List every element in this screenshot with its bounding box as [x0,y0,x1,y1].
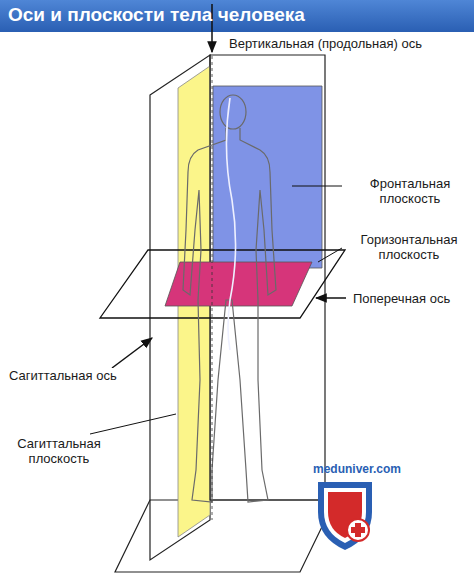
axis-label: Поперечная ось [352,291,451,306]
diagram-title: Оси и плоскости тела человека [8,4,305,26]
plane-label: Сагиттальная плоскость [8,436,110,466]
axis-label: Вертикальная (продольная) ось [228,36,423,51]
plane-label: Фронтальная плоскость [350,176,470,206]
watermark: meduniver.com [312,462,402,477]
plane-label: Горизонтальная плоскость [348,232,470,262]
axis-label: Сагиттальная ось [8,368,118,383]
